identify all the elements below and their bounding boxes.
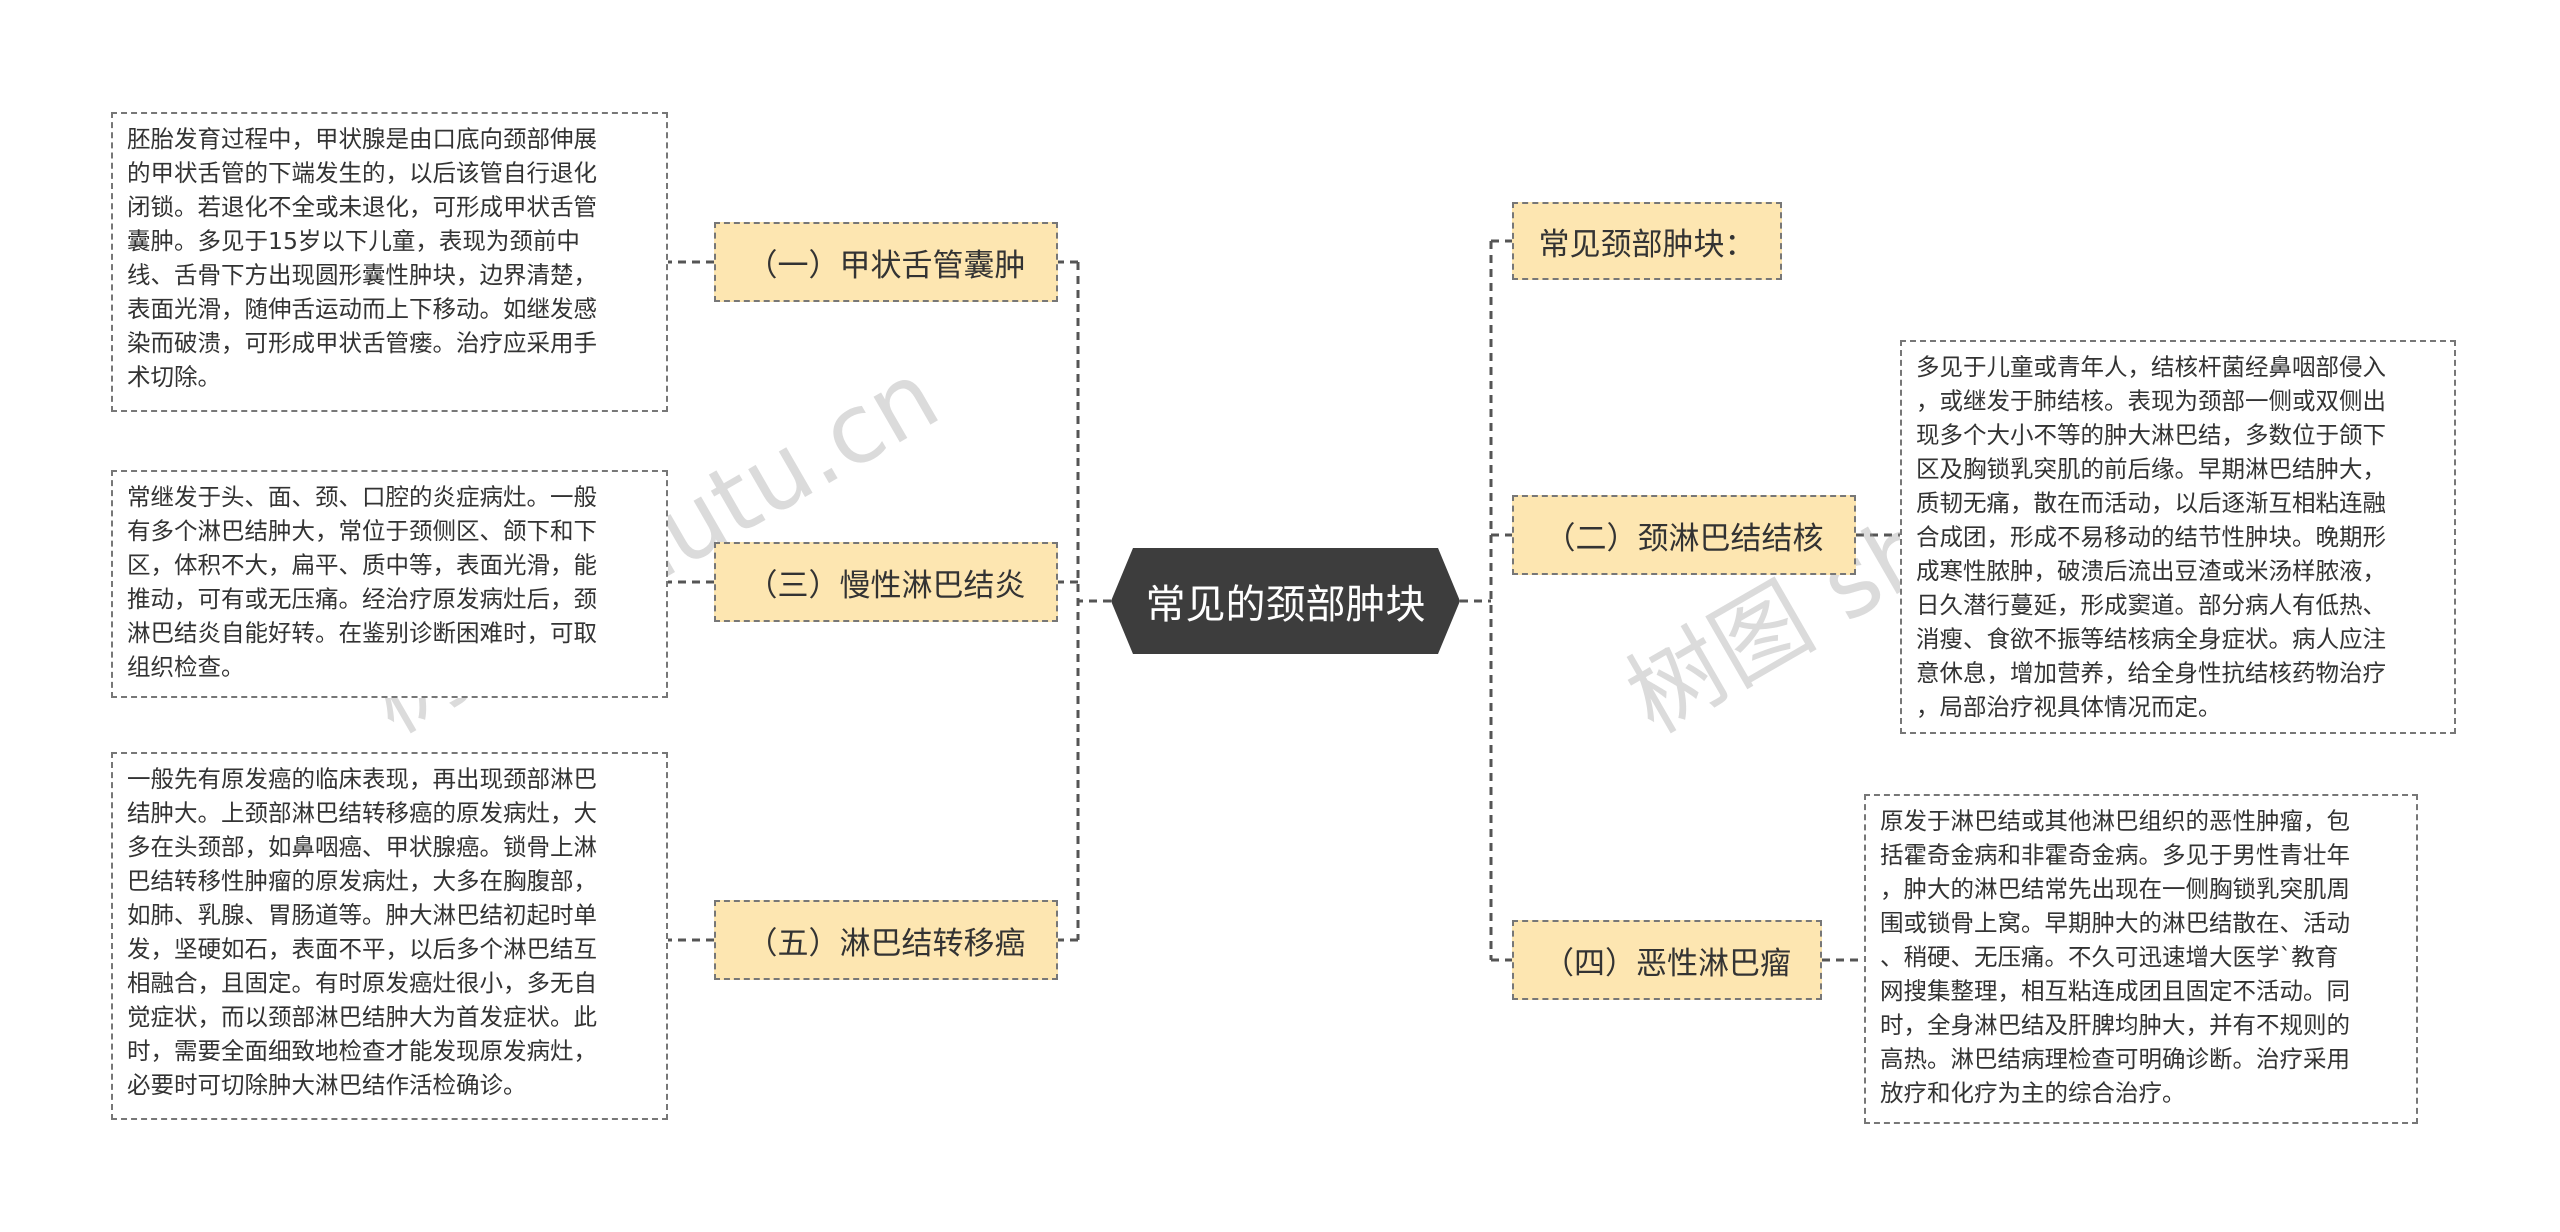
detail-malignant-lymphoma: 原发于淋巴结或其他淋巴组织的恶性肿瘤，包 括霍奇金病和非霍奇金病。多见于男性青壮… [1864, 794, 2418, 1124]
branch-label: （一）甲状舌管囊肿 [746, 247, 1026, 284]
central-topic[interactable]: 常见的颈部肿块 [1111, 548, 1460, 654]
branch-cervical-lymph-node-tuberculosis[interactable]: （二）颈淋巴结结核 [1512, 495, 1856, 575]
detail-cervical-lymph-node-tuberculosis: 多见于儿童或青年人，结核杆菌经鼻咽部侵入 ，或继发于肺结核。表现为颈部一侧或双侧… [1900, 340, 2456, 734]
central-topic-label: 常见的颈部肿块 [1145, 582, 1426, 628]
branch-label: 常见颈部肿块： [1538, 226, 1756, 263]
branch-label: （五）淋巴结转移癌 [746, 925, 1026, 962]
branch-malignant-lymphoma[interactable]: （四）恶性淋巴瘤 [1512, 920, 1822, 1000]
branch-label: （三）慢性淋巴结炎 [746, 567, 1026, 604]
central-topic-shape [1111, 548, 1460, 654]
branch-chronic-lymphadenitis[interactable]: （三）慢性淋巴结炎 [714, 542, 1058, 622]
branch-metastatic-lymph-node-cancer[interactable]: （五）淋巴结转移癌 [714, 900, 1058, 980]
branch-thyroglossal-cyst[interactable]: （一）甲状舌管囊肿 [714, 222, 1058, 302]
detail-thyroglossal-cyst: 胚胎发育过程中，甲状腺是由口底向颈部伸展 的甲状舌管的下端发生的，以后该管自行退… [111, 112, 668, 412]
detail-metastatic-lymph-node-cancer: 一般先有原发癌的临床表现，再出现颈部淋巴 结肿大。上颈部淋巴结转移癌的原发病灶，… [111, 752, 668, 1120]
branch-common-neck-masses[interactable]: 常见颈部肿块： [1512, 202, 1782, 280]
branch-label: （二）颈淋巴结结核 [1544, 520, 1824, 557]
detail-chronic-lymphadenitis: 常继发于头、面、颈、口腔的炎症病灶。一般 有多个淋巴结肿大，常位于颈侧区、颌下和… [111, 470, 668, 698]
branch-label: （四）恶性淋巴瘤 [1543, 945, 1791, 982]
